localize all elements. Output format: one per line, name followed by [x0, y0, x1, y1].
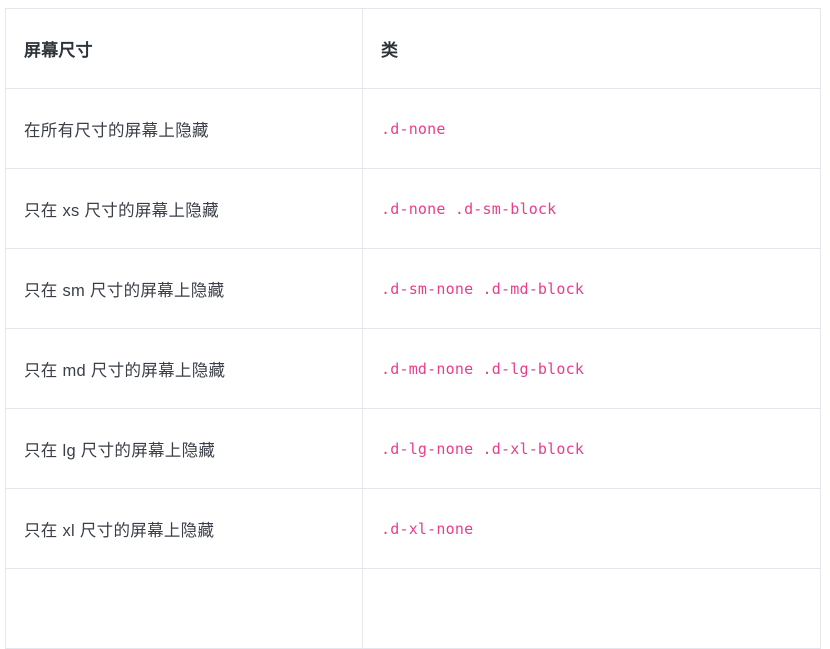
table-row: 只在 xs 尺寸的屏幕上隐藏 .d-none .d-sm-block — [5, 168, 821, 249]
cell-class-name: .d-lg-none .d-xl-block — [362, 408, 821, 489]
table-body: 在所有尺寸的屏幕上隐藏 .d-none 只在 xs 尺寸的屏幕上隐藏 .d-no… — [5, 88, 821, 649]
table-header-row: 屏幕尺寸 类 — [5, 8, 821, 89]
column-header-screen-size: 屏幕尺寸 — [5, 8, 363, 89]
cell-class-name — [362, 568, 821, 649]
responsive-display-table-container: 屏幕尺寸 类 在所有尺寸的屏幕上隐藏 .d-none 只在 xs 尺寸的屏幕上隐… — [5, 8, 821, 649]
cell-screen-size: 只在 md 尺寸的屏幕上隐藏 — [5, 328, 363, 409]
column-header-class: 类 — [362, 8, 821, 89]
cell-class-name: .d-sm-none .d-md-block — [362, 248, 821, 329]
table-header: 屏幕尺寸 类 — [5, 8, 821, 89]
cell-screen-size: 只在 lg 尺寸的屏幕上隐藏 — [5, 408, 363, 489]
cell-screen-size — [5, 568, 363, 649]
responsive-display-table: 屏幕尺寸 类 在所有尺寸的屏幕上隐藏 .d-none 只在 xs 尺寸的屏幕上隐… — [5, 8, 821, 649]
table-row: 只在 xl 尺寸的屏幕上隐藏 .d-xl-none — [5, 488, 821, 569]
cell-class-name: .d-none — [362, 88, 821, 169]
cell-screen-size: 只在 xl 尺寸的屏幕上隐藏 — [5, 488, 363, 569]
cell-class-name: .d-md-none .d-lg-block — [362, 328, 821, 409]
table-row: 只在 lg 尺寸的屏幕上隐藏 .d-lg-none .d-xl-block — [5, 408, 821, 489]
table-row: 只在 sm 尺寸的屏幕上隐藏 .d-sm-none .d-md-block — [5, 248, 821, 329]
table-row — [5, 568, 821, 649]
cell-screen-size: 在所有尺寸的屏幕上隐藏 — [5, 88, 363, 169]
cell-screen-size: 只在 sm 尺寸的屏幕上隐藏 — [5, 248, 363, 329]
cell-class-name: .d-xl-none — [362, 488, 821, 569]
table-row: 在所有尺寸的屏幕上隐藏 .d-none — [5, 88, 821, 169]
cell-screen-size: 只在 xs 尺寸的屏幕上隐藏 — [5, 168, 363, 249]
cell-class-name: .d-none .d-sm-block — [362, 168, 821, 249]
table-row: 只在 md 尺寸的屏幕上隐藏 .d-md-none .d-lg-block — [5, 328, 821, 409]
